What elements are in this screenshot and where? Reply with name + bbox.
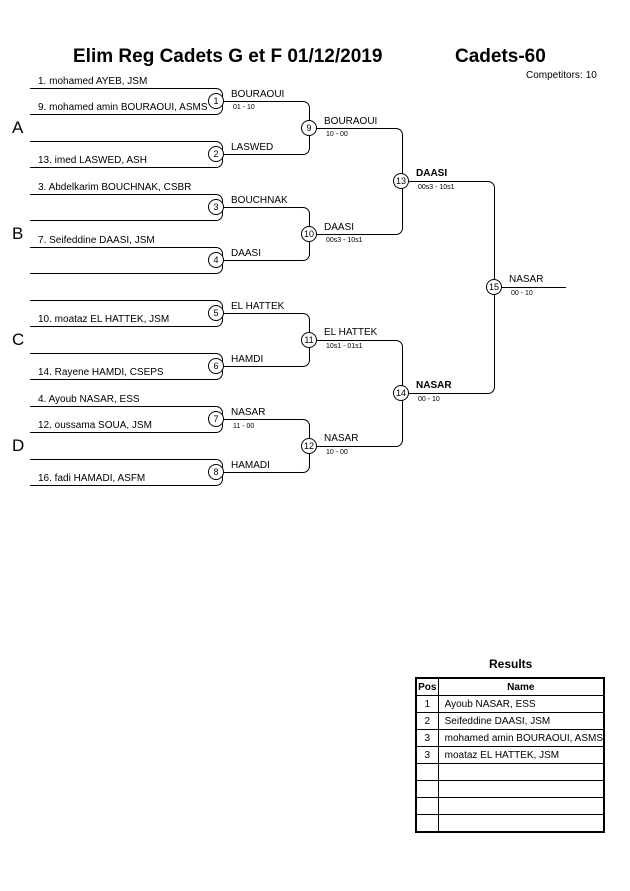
match-1-bracket — [30, 88, 223, 115]
result-pos: 3 — [415, 746, 439, 764]
match-2-bracket — [30, 141, 223, 168]
match-number-12: 12 — [301, 438, 317, 454]
table-row — [415, 780, 605, 798]
match-score: 00 - 10 — [418, 396, 440, 403]
competitor-name: 3. Abdelkarim BOUCHNAK, CSBR — [38, 182, 192, 193]
match-15-bracket — [402, 181, 495, 394]
competitor-name: 4. Ayoub NASAR, ESS — [38, 394, 140, 405]
competitor-name: 7. Seifeddine DAASI, JSM — [38, 235, 155, 246]
competitor-name: 16. fadi HAMADI, ASFM — [38, 473, 146, 484]
match-score: 01 - 10 — [233, 104, 255, 111]
match-winner: DAASI — [231, 248, 262, 259]
pos-header: Pos — [415, 677, 439, 696]
match-winner: NASAR — [416, 380, 452, 391]
pool-label-d: D — [12, 436, 25, 455]
match-winner: BOURAOUI — [231, 89, 285, 100]
name-header: Name — [437, 677, 605, 696]
match-number-8: 8 — [208, 464, 224, 480]
match-score: 10 - 00 — [326, 449, 348, 456]
result-pos — [415, 814, 439, 833]
result-pos: 2 — [415, 712, 439, 730]
result-name — [437, 814, 605, 833]
match-number-5: 5 — [208, 305, 224, 321]
final-score: 00 - 10 — [511, 290, 533, 297]
result-pos: 1 — [415, 695, 439, 713]
competitors-count-label: Competitors:10 — [526, 70, 597, 81]
match-7-bracket — [30, 406, 223, 433]
match-winner: DAASI — [324, 222, 355, 233]
match-winner: EL HATTEK — [324, 327, 378, 338]
match-3-bracket — [30, 194, 223, 221]
result-name — [437, 797, 605, 815]
match-winner: BOUCHNAK — [231, 195, 288, 206]
result-name — [437, 763, 605, 781]
result-pos — [415, 763, 439, 781]
match-5-bracket — [30, 300, 223, 327]
match-number-3: 3 — [208, 199, 224, 215]
result-pos — [415, 797, 439, 815]
match-winner: EL HATTEK — [231, 301, 285, 312]
match-number-7: 7 — [208, 411, 224, 427]
category-title: Cadets-60 — [455, 46, 546, 67]
table-row — [415, 814, 605, 833]
match-winner: NASAR — [324, 433, 359, 444]
pool-label-b: B — [12, 224, 24, 243]
final-winner: NASAR — [509, 274, 544, 285]
match-score: 10 - 00 — [326, 131, 348, 138]
page-title: Elim Reg Cadets G et F 01/12/2019 — [73, 46, 383, 67]
match-number-11: 11 — [301, 332, 317, 348]
table-row — [415, 763, 605, 781]
match-number-1: 1 — [208, 93, 224, 109]
match-14-bracket — [309, 340, 403, 447]
match-number-10: 10 — [301, 226, 317, 242]
match-score: 11 - 00 — [233, 423, 255, 430]
match-number-14: 14 — [393, 385, 409, 401]
match-score: 00s3 - 10s1 — [326, 237, 363, 244]
pool-label-c: C — [12, 330, 25, 349]
match-winner: HAMDI — [231, 354, 264, 365]
match-8-bracket — [30, 459, 223, 486]
match-4-bracket — [30, 247, 223, 274]
match-score: 10s1 - 01s1 — [326, 343, 363, 350]
competitor-name: 14. Rayene HAMDI, CSEPS — [38, 367, 164, 378]
result-pos: 3 — [415, 729, 439, 747]
match-number-13: 13 — [393, 173, 409, 189]
result-name: Ayoub NASAR, ESS — [437, 695, 605, 713]
match-winner: DAASI — [416, 168, 448, 179]
match-number-15: 15 — [486, 279, 502, 295]
competitor-name: 12. oussama SOUA, JSM — [38, 420, 152, 431]
competitor-name: 1. mohamed AYEB, JSM — [38, 76, 148, 87]
match-6-bracket — [30, 353, 223, 380]
table-row — [415, 797, 605, 815]
match-score: 00s3 - 10s1 — [418, 184, 455, 191]
competitors-count: 10 — [585, 70, 597, 81]
pool-label-a: A — [12, 118, 24, 137]
results-header-row: Pos Name — [415, 677, 605, 696]
competitors-label: Competitors: — [526, 70, 583, 81]
match-number-9: 9 — [301, 120, 317, 136]
result-name: mohamed amin BOURAOUI, ASMS — [437, 729, 605, 747]
match-13-bracket — [309, 128, 403, 235]
match-number-2: 2 — [208, 146, 224, 162]
competitor-name: 9. mohamed amin BOURAOUI, ASMS — [38, 102, 208, 113]
results-title: Results — [489, 657, 533, 671]
match-winner: LASWED — [231, 142, 274, 153]
result-pos — [415, 780, 439, 798]
match-winner: NASAR — [231, 407, 266, 418]
result-name — [437, 780, 605, 798]
result-name: Seifeddine DAASI, JSM — [437, 712, 605, 730]
match-winner: HAMADI — [231, 460, 270, 471]
match-winner: BOURAOUI — [324, 116, 378, 127]
match-number-4: 4 — [208, 252, 224, 268]
result-name: moataz EL HATTEK, JSM — [437, 746, 605, 764]
competitor-name: 10. moataz EL HATTEK, JSM — [38, 314, 170, 325]
final-winner-line — [494, 287, 566, 288]
competitor-name: 13. imed LASWED, ASH — [38, 155, 147, 166]
match-number-6: 6 — [208, 358, 224, 374]
